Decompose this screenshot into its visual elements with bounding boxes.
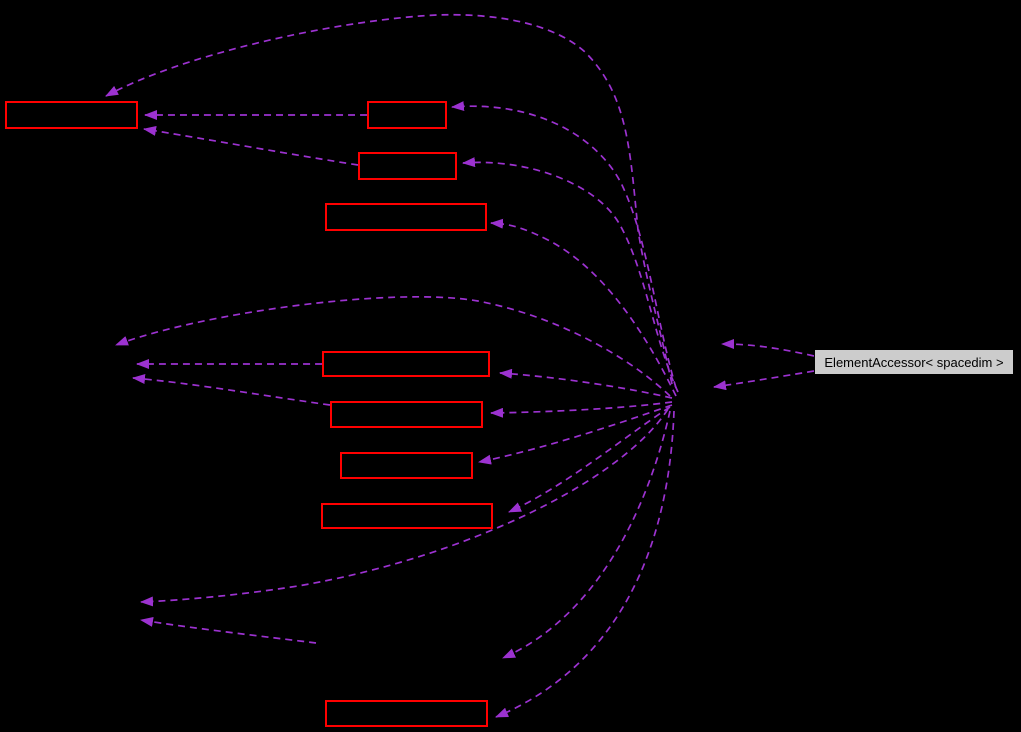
usage-edge-box3-to-box1 — [143, 125, 359, 166]
usage-edge-to-box7 — [478, 404, 673, 465]
usage-edge-top-arc-to-box1 — [105, 13, 673, 385]
usage-edge-to-box3 — [462, 157, 679, 393]
class-node-7[interactable] — [340, 452, 473, 479]
usage-edge-to-box9 — [495, 410, 675, 718]
class-node-2[interactable] — [367, 101, 447, 129]
usage-edge-to-box2 — [451, 101, 677, 389]
class-node-9[interactable] — [325, 700, 488, 727]
class-node-6[interactable] — [330, 401, 483, 428]
usage-edge-to-bottom-node — [502, 410, 671, 659]
class-node-5[interactable] — [322, 351, 490, 377]
class-node-8[interactable] — [321, 503, 493, 529]
usage-edge-arc-to-left-node — [115, 295, 671, 397]
usage-edge-to-box5 — [499, 368, 673, 399]
usage-edge-box6-to-left-node — [132, 374, 331, 406]
usage-edge-main-to-hub-upper — [721, 339, 815, 357]
usage-edge-to-lower-left-1 — [140, 408, 669, 607]
usage-edge-main-to-hub-lower — [713, 370, 815, 391]
usage-edge-to-lower-left-2 — [140, 616, 317, 644]
main-class-node: ElementAccessor< spacedim > — [814, 349, 1014, 375]
usage-edge-to-box8 — [508, 406, 671, 513]
usage-edge-to-box4 — [490, 218, 677, 397]
class-node-4[interactable] — [325, 203, 487, 231]
usage-edge-to-box6 — [490, 401, 673, 418]
class-node-3[interactable] — [358, 152, 457, 180]
class-node-1[interactable] — [5, 101, 138, 129]
